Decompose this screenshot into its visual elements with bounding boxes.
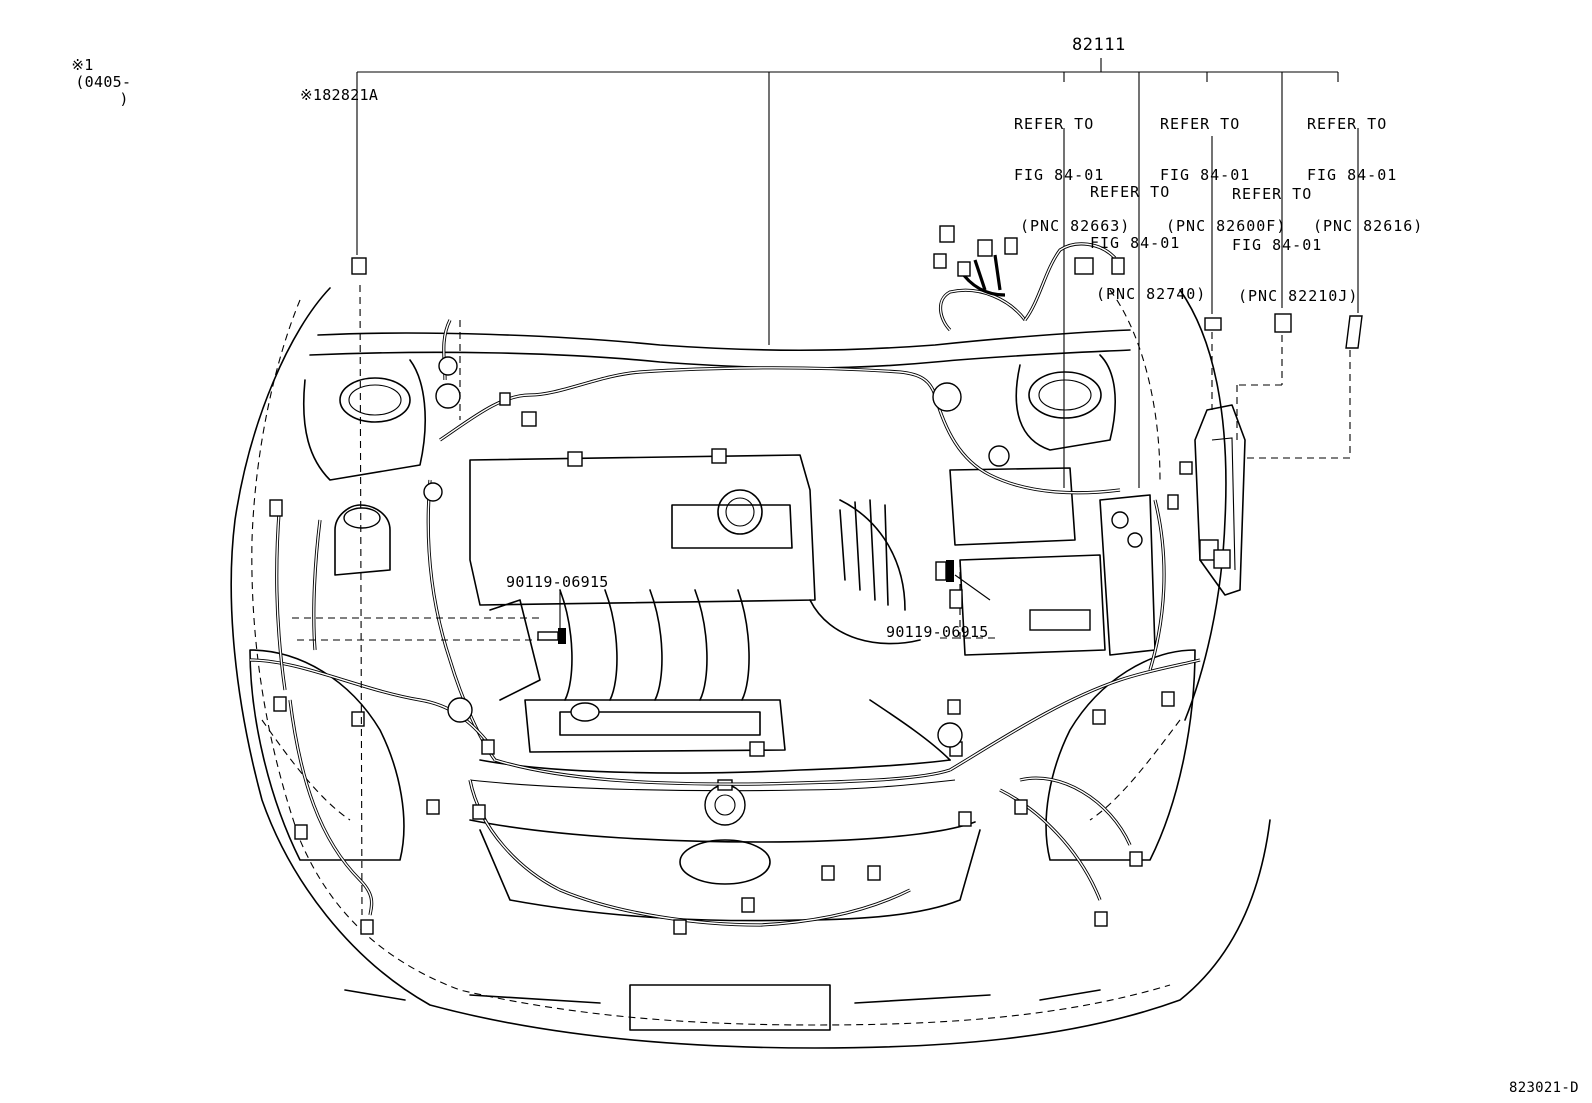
callout-line: REFER TO bbox=[1090, 183, 1171, 201]
callout-line: FIG 84-01 bbox=[1160, 166, 1251, 184]
reference-dashes bbox=[292, 284, 1351, 916]
callout-line: (PNC 82740) bbox=[1096, 285, 1207, 303]
callout-line: REFER TO bbox=[1307, 115, 1388, 133]
callout-pnc-82210j: REFER TO FIG 84-01 (PNC 82210J) bbox=[1232, 152, 1358, 339]
callout-line: (PNC 82210J) bbox=[1238, 287, 1359, 305]
bolt-left-icon bbox=[537, 590, 566, 644]
callout-pnc-82616: REFER TO FIG 84-01 (PNC 82616) bbox=[1307, 82, 1423, 269]
note-marker-symbol: ※1 bbox=[71, 56, 94, 74]
note-close: ) bbox=[119, 90, 129, 108]
callout-line: (PNC 82600F) bbox=[1166, 217, 1287, 235]
callout-line: FIG 84-01 bbox=[1232, 236, 1323, 254]
callout-line: FIG 84-01 bbox=[1307, 166, 1398, 184]
engine-block bbox=[334, 448, 1156, 826]
callout-pnc-82600f: REFER TO FIG 84-01 (PNC 82600F) bbox=[1160, 82, 1286, 269]
part-label-82821a: ※182821A bbox=[300, 86, 379, 104]
leader-82111 bbox=[356, 58, 1359, 488]
part-label-bolt-left: 90119-06915 bbox=[506, 573, 609, 591]
ecu-module bbox=[1179, 404, 1246, 596]
callout-pnc-82740: REFER TO FIG 84-01 (PNC 82740) bbox=[1090, 150, 1206, 337]
part-number-82111: 82111 bbox=[1072, 35, 1126, 55]
callout-line: REFER TO bbox=[1014, 115, 1095, 133]
callout-line: REFER TO bbox=[1160, 115, 1241, 133]
callout-line: (PNC 82663) bbox=[1020, 217, 1131, 235]
note-code: (0405- bbox=[75, 73, 132, 91]
part-label-bolt-right: 90119-06915 bbox=[886, 623, 989, 641]
callout-line: FIG 84-01 bbox=[1090, 234, 1181, 252]
figure-code: 823021-D bbox=[1509, 1080, 1579, 1096]
connectors bbox=[269, 225, 1363, 935]
vehicle-body-outline bbox=[230, 287, 1271, 1049]
callout-pnc-82663: REFER TO FIG 84-01 (PNC 82663) bbox=[1014, 82, 1130, 269]
bolt-right-icon bbox=[935, 560, 991, 609]
callout-line: FIG 84-01 bbox=[1014, 166, 1105, 184]
note-marker: ※1 (0405- ) bbox=[34, 40, 131, 125]
front-fascia bbox=[249, 649, 1196, 1031]
callout-line: (PNC 82616) bbox=[1313, 217, 1424, 235]
callout-line: REFER TO bbox=[1232, 185, 1313, 203]
